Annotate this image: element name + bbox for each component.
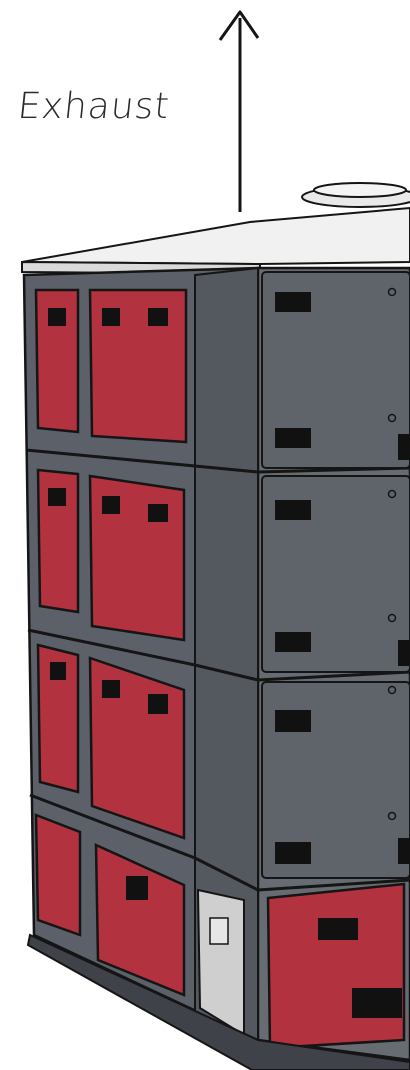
exhaust-arrow <box>220 12 258 212</box>
right-modules <box>262 272 410 878</box>
roof <box>22 183 410 274</box>
